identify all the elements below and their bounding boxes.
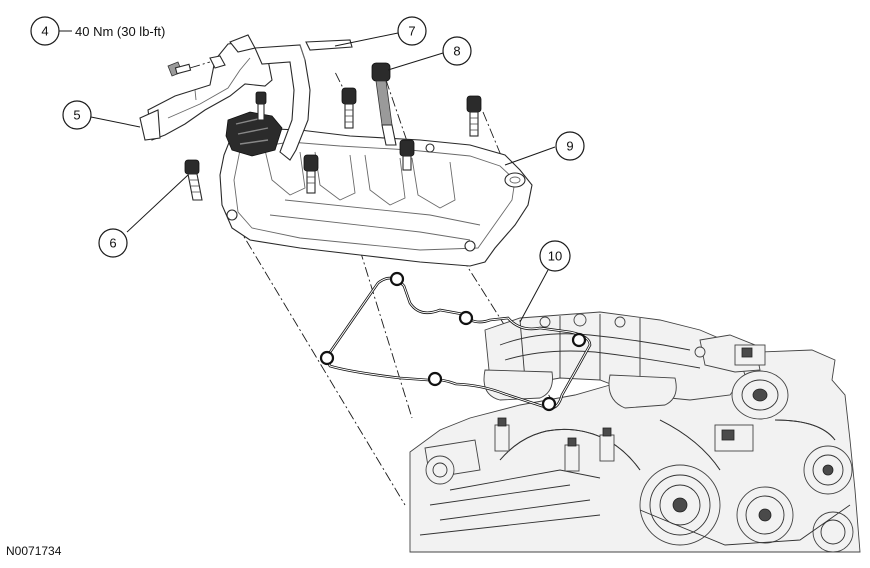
- svg-text:6: 6: [109, 236, 116, 251]
- callout-9: 9: [555, 131, 585, 161]
- engine-assembly: [409, 311, 861, 553]
- svg-text:8: 8: [453, 44, 460, 59]
- torque-spec-label: 40 Nm (30 lb-ft): [75, 24, 165, 39]
- callout-7: 7: [397, 16, 427, 46]
- stud-bolt-6: [184, 159, 203, 201]
- ignition-coil-8: [371, 62, 397, 146]
- callout-5: 5: [62, 100, 92, 130]
- spark-plugs: [255, 87, 482, 194]
- leader-lines: [59, 30, 556, 323]
- bolt-4: [167, 61, 192, 77]
- svg-text:10: 10: [548, 249, 562, 264]
- callout-6: 6: [98, 228, 128, 258]
- svg-text:4: 4: [41, 24, 48, 39]
- clip-7: [305, 39, 353, 51]
- electrical-connector: [225, 111, 283, 157]
- svg-text:9: 9: [566, 139, 573, 154]
- figure-id: N0071734: [6, 544, 62, 558]
- svg-text:5: 5: [73, 108, 80, 123]
- valve-cover-gasket: [319, 271, 592, 412]
- callout-4: 4: [30, 16, 60, 46]
- svg-text:7: 7: [408, 24, 415, 39]
- callout-8: 8: [442, 36, 472, 66]
- callout-10: 10: [539, 240, 571, 272]
- coil-harness: [254, 44, 311, 161]
- coil-bracket: [139, 34, 273, 141]
